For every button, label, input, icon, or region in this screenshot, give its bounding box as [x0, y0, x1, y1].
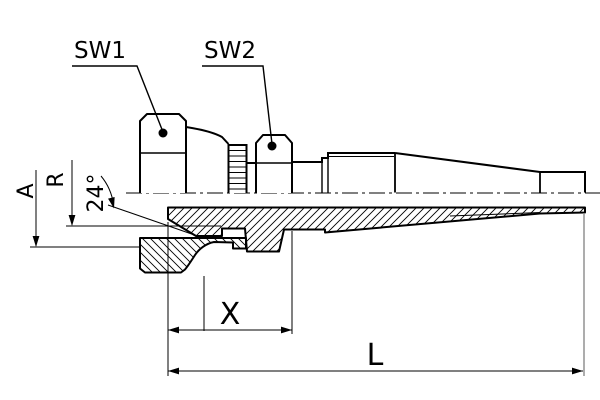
nut-section-hatched	[139, 237, 247, 274]
callout-sw2: SW2	[202, 38, 277, 151]
l-arrow-left	[168, 367, 179, 375]
dim-r-arrow	[68, 215, 76, 226]
callout-sw1-leader	[72, 65, 164, 133]
cone-extension-line	[107, 204, 197, 236]
callout-sw2-dot	[267, 141, 277, 151]
dim-cone-angle: 24°	[84, 174, 197, 236]
callout-sw2-label: SW2	[204, 38, 256, 64]
dim-a-arrow	[32, 236, 40, 247]
dim-x-label: X	[220, 297, 241, 332]
dim-l: L	[168, 213, 585, 376]
dim-angle-label: 24°	[84, 174, 109, 213]
dim-r-label: R	[44, 172, 69, 187]
dim-r: R	[44, 160, 221, 227]
hose-interface-line	[449, 212, 541, 217]
dim-a: A	[14, 170, 140, 248]
dim-x: X	[167, 222, 293, 376]
dim-a-label: A	[14, 183, 39, 198]
thread-section	[227, 144, 248, 193]
body-section-hatched	[167, 206, 586, 253]
ferrule-outline	[292, 152, 586, 193]
dim-l-label: L	[367, 338, 384, 373]
callout-sw2-leader	[202, 65, 273, 145]
x-arrow-left	[168, 326, 179, 334]
angle-leader-arrow	[108, 197, 115, 209]
callout-sw1: SW1	[72, 38, 168, 138]
body-shoulder-curve	[185, 126, 230, 145]
hex-sw2-outline	[255, 134, 293, 193]
l-arrow-right	[572, 367, 583, 375]
x-arrow-right	[281, 326, 292, 334]
callout-sw1-dot	[158, 128, 168, 138]
callout-sw1-label: SW1	[74, 38, 126, 64]
